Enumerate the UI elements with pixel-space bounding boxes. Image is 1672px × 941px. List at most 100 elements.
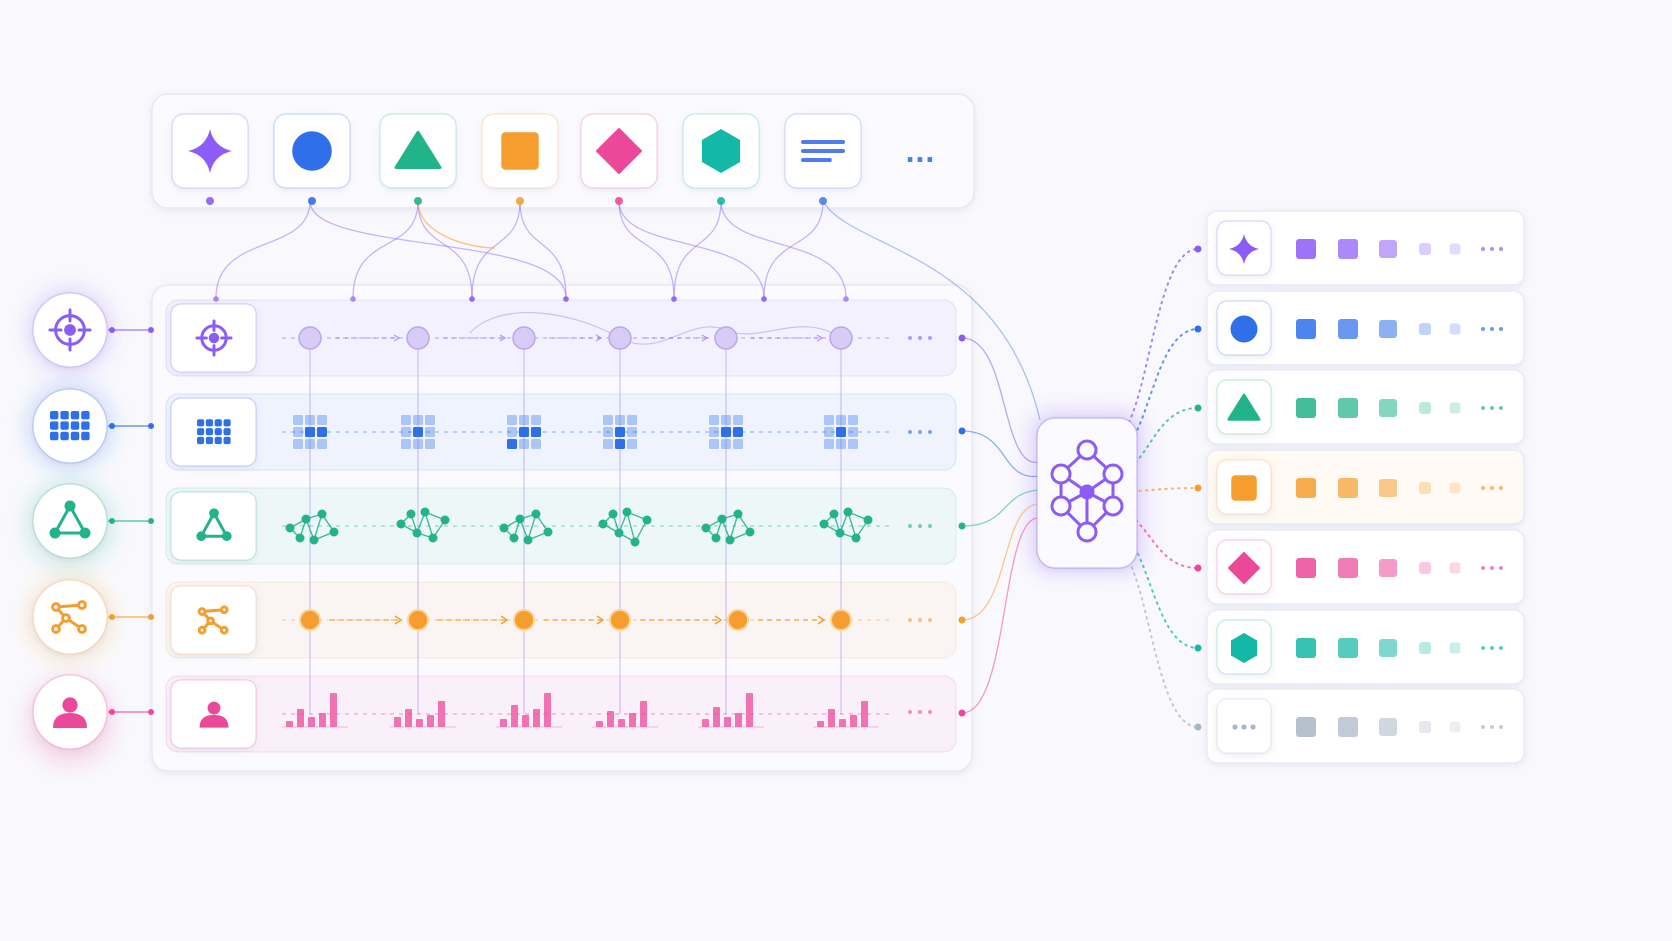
output-cell — [1379, 320, 1397, 338]
output-cell — [1296, 398, 1316, 418]
token-link-end — [843, 296, 849, 302]
token-tile[interactable] — [784, 113, 862, 205]
token-link-end — [213, 296, 219, 302]
lane-port — [148, 518, 154, 524]
output-row[interactable] — [1206, 369, 1525, 445]
lane-port — [148, 614, 154, 620]
lane-port — [148, 709, 154, 715]
output-row-card[interactable] — [1206, 688, 1525, 764]
token-tile[interactable] — [481, 113, 559, 205]
output-link — [1106, 248, 1199, 445]
grid-tile — [507, 415, 541, 449]
token-tile[interactable] — [379, 113, 457, 205]
token-tile[interactable] — [580, 113, 658, 205]
output-cell — [1449, 323, 1461, 335]
output-row[interactable] — [1206, 609, 1525, 685]
output-port — [1194, 644, 1202, 652]
lane-exit-port — [958, 427, 966, 435]
output-cell — [1449, 562, 1461, 574]
token-tile[interactable] — [682, 113, 760, 205]
output-row[interactable] — [1206, 290, 1525, 366]
output-row-card[interactable] — [1206, 529, 1525, 605]
arrow-head — [393, 334, 401, 342]
token-link — [309, 200, 567, 299]
token-link-end — [350, 296, 356, 302]
token-link-end — [761, 296, 767, 302]
grid-icon — [50, 411, 90, 441]
arrow-head — [500, 615, 509, 625]
token-port — [615, 197, 623, 205]
grid-tile — [824, 415, 858, 449]
triangle-graph-icon — [49, 500, 91, 539]
output-cell — [1419, 482, 1431, 494]
output-row-card[interactable] — [1206, 210, 1525, 286]
output-cell — [1338, 558, 1358, 578]
token-link — [471, 200, 521, 299]
circle-icon — [292, 131, 332, 171]
output-cell — [1296, 638, 1316, 658]
output-trailing-dot — [1481, 327, 1485, 331]
arrow-head — [394, 615, 403, 625]
lane-node-chain — [32, 292, 966, 373]
graph-cluster — [819, 507, 873, 543]
square-icon — [1231, 475, 1257, 501]
output-row-card[interactable] — [1206, 290, 1525, 366]
trailing-dot — [918, 618, 922, 622]
neural-network-icon — [1050, 439, 1124, 543]
output-row-card[interactable] — [1206, 369, 1525, 445]
arrow-head — [596, 615, 605, 625]
token-bar — [151, 93, 975, 209]
output-row[interactable] — [1206, 449, 1525, 525]
chain-node — [829, 326, 853, 350]
lane-icon-tile[interactable] — [170, 397, 257, 467]
lane-icon-tile[interactable] — [170, 491, 257, 561]
arrow-head — [701, 334, 709, 342]
lane-bar-sparklines — [32, 674, 966, 750]
trailing-dot — [908, 618, 912, 622]
output-trailing-dot — [1490, 486, 1494, 490]
token-port — [308, 197, 316, 205]
graph-cluster — [598, 507, 652, 547]
hub-node[interactable] — [1036, 417, 1138, 569]
output-trailing-dot — [1499, 327, 1503, 331]
output-row[interactable] — [1206, 688, 1525, 764]
output-row[interactable] — [1206, 529, 1525, 605]
output-trailing-dot — [1481, 646, 1485, 650]
source-port — [109, 423, 115, 429]
token-link — [618, 200, 675, 299]
chain-node — [830, 609, 852, 631]
token-link — [215, 200, 311, 299]
lane-band — [165, 581, 957, 659]
trailing-dot — [918, 710, 922, 714]
output-cell — [1338, 319, 1358, 339]
lines-icon — [801, 140, 845, 162]
grid-tile — [603, 415, 637, 449]
lane-grid-tiles — [32, 388, 966, 467]
output-row[interactable] — [1206, 210, 1525, 286]
graph-cluster — [499, 509, 553, 545]
output-cell — [1379, 399, 1397, 417]
output-cell — [1449, 642, 1461, 654]
arrow-head — [499, 334, 507, 342]
bar-sparkline — [496, 693, 562, 728]
token-port — [414, 197, 422, 205]
square-icon — [501, 132, 539, 170]
output-trailing-dot — [1481, 486, 1485, 490]
grid-tile — [709, 415, 743, 449]
source-port — [109, 614, 115, 620]
token-link — [720, 200, 847, 299]
output-port — [1194, 325, 1202, 333]
output-row-card[interactable] — [1206, 449, 1525, 525]
bar-sparkline — [390, 701, 456, 728]
token-tile[interactable] — [171, 113, 249, 205]
source-badge[interactable] — [32, 388, 108, 464]
output-trailing-dot — [1481, 725, 1485, 729]
source-badge[interactable] — [32, 483, 108, 559]
output-trailing-dot — [1490, 725, 1494, 729]
output-row-card[interactable] — [1206, 609, 1525, 685]
token-tile[interactable] — [273, 113, 351, 205]
diamond-icon — [1228, 552, 1260, 584]
bar-sparkline — [282, 693, 348, 728]
trailing-dot — [928, 336, 932, 340]
